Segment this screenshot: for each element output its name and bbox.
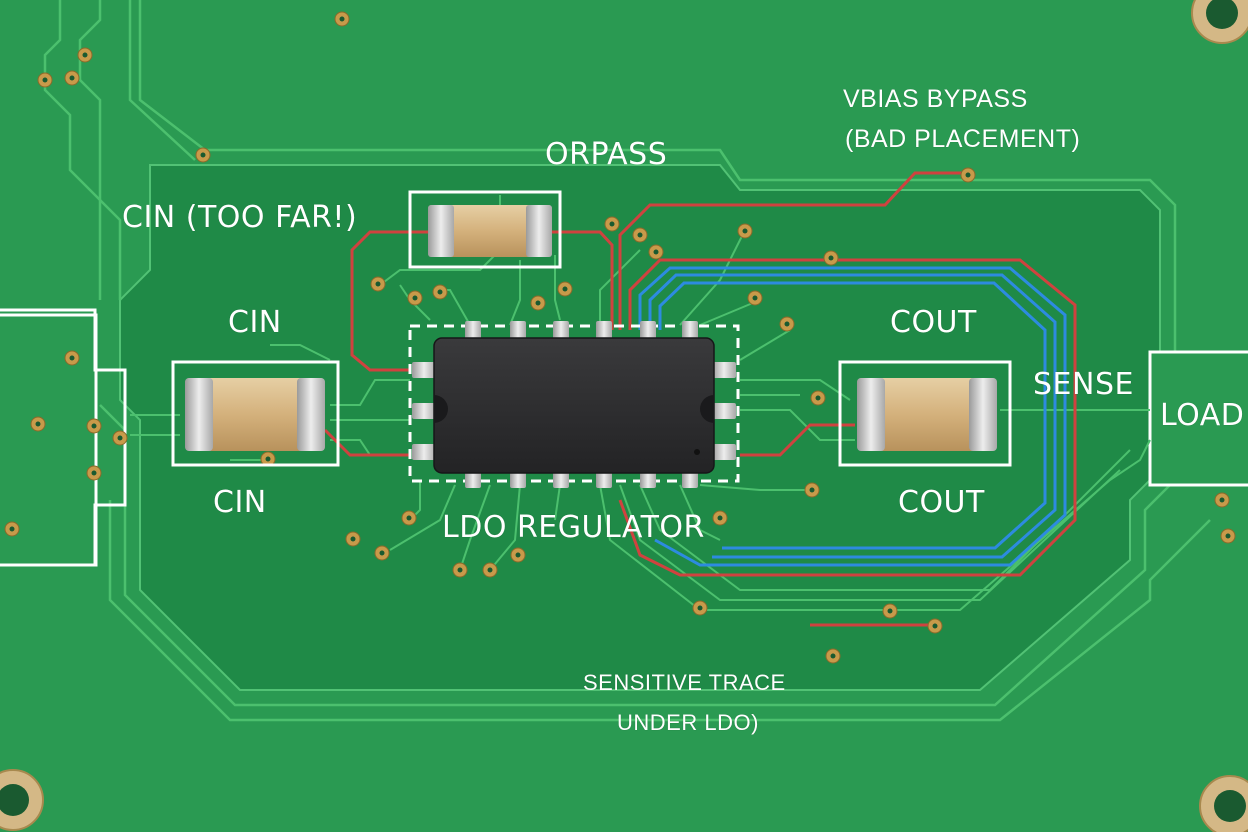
signal-traces: [130, 195, 1151, 611]
cin-capacitor: [185, 378, 325, 451]
ic-side-pins: [412, 362, 736, 460]
cin-outline: [171, 360, 340, 467]
cin-top-label: CIN: [228, 305, 282, 340]
red-traces: [323, 171, 1077, 627]
sense-traces: [638, 266, 1067, 567]
vbias-label-line2: (BAD PLACEMENT): [845, 125, 1081, 153]
via-holes: [9, 16, 1231, 659]
cin-too-far-label: CIN (TOO FAR!): [122, 200, 358, 235]
ldo-regulator-ic: [412, 321, 736, 488]
load-label: LOAD: [1160, 398, 1245, 433]
sensitive-trace-label-line2: UNDER LDO): [617, 710, 759, 735]
orpass-label: ORPASS: [545, 137, 668, 172]
cin-far-capacitor: [428, 205, 552, 257]
cin-bottom-label: CIN: [213, 485, 267, 520]
sense-label: SENSE: [1033, 367, 1134, 402]
load-connector: [1148, 350, 1248, 487]
ldo-regulator-label: LDO REGULATOR: [442, 510, 705, 545]
cout-top-label: COUT: [890, 305, 977, 340]
sensitive-trace-label-line1: SENSITIVE TRACE: [583, 670, 786, 695]
ldo-outline: [408, 324, 740, 483]
cin-far-outline: [408, 190, 562, 269]
vbias-label-line1: VBIAS BYPASS: [843, 85, 1028, 113]
silkscreen-outlines: [171, 190, 1012, 483]
cout-capacitor: [857, 378, 997, 451]
ic-top-pins: [465, 321, 698, 341]
cout-outline: [838, 360, 1012, 467]
cout-bottom-label: COUT: [898, 485, 985, 520]
